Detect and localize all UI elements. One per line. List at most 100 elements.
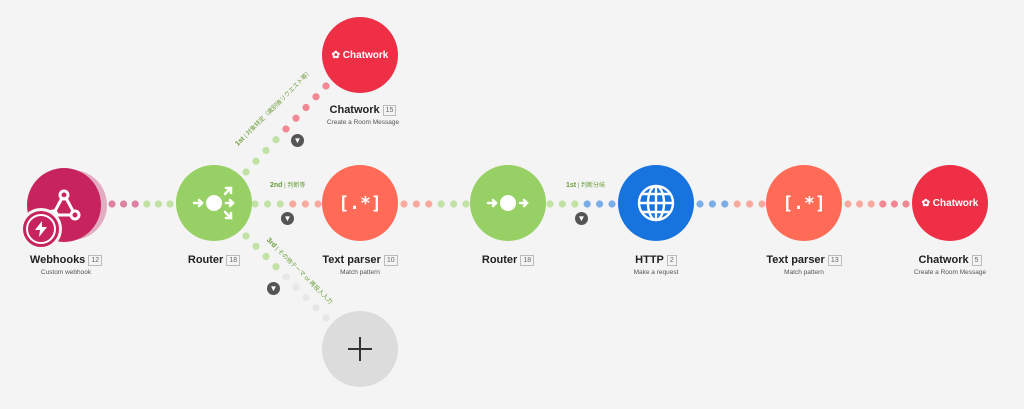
connector-dot: [708, 200, 717, 208]
route-text: 判断分岐: [581, 183, 606, 189]
connector-dot: [721, 200, 729, 208]
connector-dot: [301, 200, 309, 208]
connector-dot: [733, 200, 741, 208]
connector-dot: [856, 200, 864, 208]
module-id-badge: 18: [520, 254, 535, 266]
connector-dot: [292, 283, 300, 291]
connector-dot: [412, 200, 420, 208]
chatwork-module-end[interactable]: ✿ Chatwork: [912, 165, 988, 241]
connector-dot: [462, 200, 470, 208]
connector-dot: [608, 200, 616, 208]
connector-dot: [166, 200, 174, 208]
connector-dot: [583, 200, 591, 208]
module-subtitle: Match pattern: [784, 269, 824, 276]
module-id-badge: 13: [827, 254, 842, 266]
router-icon: [486, 195, 529, 211]
connector-dot: [879, 200, 887, 208]
connector-dot: [154, 200, 162, 208]
connector-dot: [262, 146, 270, 155]
route-label-r2-1st[interactable]: 1st | 判断分岐: [566, 182, 606, 189]
text-parser-module-2[interactable]: [.*]: [766, 165, 842, 241]
module-title: HTTP: [635, 254, 664, 266]
connector-dot: [272, 263, 280, 271]
connector-dot: [758, 200, 766, 208]
connector-dot: [867, 200, 875, 208]
module-title: Text parser: [322, 254, 381, 266]
module-id-badge: 12: [88, 254, 103, 266]
connector-dot: [264, 200, 272, 208]
chatwork-brand-text: Chatwork: [932, 197, 979, 209]
connector-dot: [890, 200, 899, 208]
text-parser-module-1[interactable]: [.*]: [322, 165, 398, 241]
instant-trigger-badge: [20, 208, 62, 250]
filter-icon[interactable]: ▼: [281, 212, 294, 225]
connector-dot: [312, 93, 320, 101]
connector-dot: [272, 136, 280, 144]
connector-dot: [437, 200, 445, 208]
connector-dot: [312, 304, 320, 312]
plus-icon: [348, 337, 372, 361]
filter-icon[interactable]: ▼: [267, 282, 280, 295]
router-module-2[interactable]: [470, 165, 546, 241]
module-title: Router: [481, 254, 518, 266]
module-subtitle: Create a Room Message: [326, 119, 400, 126]
chatwork-module-top[interactable]: ✿ Chatwork: [322, 17, 398, 93]
module-subtitle: Make a request: [633, 269, 679, 276]
connector-dot: [596, 200, 604, 208]
module-title: Router: [187, 254, 224, 266]
module-id-badge: 18: [226, 254, 241, 266]
route-label-2nd[interactable]: 2nd | 判断等: [270, 182, 306, 189]
module-subtitle: Create a Room Message: [913, 269, 987, 276]
globe-icon: [637, 184, 675, 222]
chatwork-logo-icon: ✿ Chatwork: [921, 197, 979, 209]
connector-dot: [120, 200, 128, 208]
module-title: Webhooks: [29, 254, 86, 266]
connector-dot: [450, 200, 458, 208]
lightning-icon: [35, 221, 47, 237]
connectors: [108, 82, 910, 322]
route-ordinal: 1st: [566, 182, 577, 189]
route-text: 判断等: [287, 183, 306, 189]
add-module-button[interactable]: [322, 311, 398, 387]
module-id-badge: 10: [383, 254, 398, 266]
module-title: Chatwork: [918, 254, 969, 266]
connector-dot: [108, 200, 116, 208]
connector-dot: [242, 232, 250, 240]
connector-dot: [902, 200, 910, 208]
connector-dot: [262, 252, 270, 261]
connector-dot: [400, 200, 408, 208]
connector-dot: [131, 200, 139, 208]
connector-dot: [302, 103, 310, 112]
connector-dot: [282, 125, 290, 133]
chatwork-logo-icon: ✿ Chatwork: [331, 49, 389, 61]
module-title: Text parser: [766, 254, 825, 266]
connector-dot: [252, 242, 260, 250]
connector-dot: [143, 200, 151, 208]
router-module-1[interactable]: [176, 165, 252, 241]
connector-dot: [746, 200, 754, 208]
connector-dot: [282, 273, 290, 281]
connector-dot: [242, 168, 250, 176]
connector-dot: [276, 200, 284, 208]
filter-icon[interactable]: ▼: [291, 134, 304, 147]
connector-dot: [251, 200, 259, 208]
connector-dot: [558, 200, 567, 208]
text-parser-icon: [.*]: [782, 192, 826, 214]
chatwork-brand-text: Chatwork: [342, 49, 389, 61]
module-subtitle: Match pattern: [340, 269, 380, 276]
filter-icon[interactable]: ▼: [575, 212, 588, 225]
text-parser-icon: [.*]: [338, 192, 382, 214]
connector-dot: [696, 200, 704, 208]
connector-dot: [314, 200, 322, 208]
router-icon: [192, 186, 235, 220]
http-module[interactable]: [618, 165, 694, 241]
connector-dot: [425, 200, 433, 208]
